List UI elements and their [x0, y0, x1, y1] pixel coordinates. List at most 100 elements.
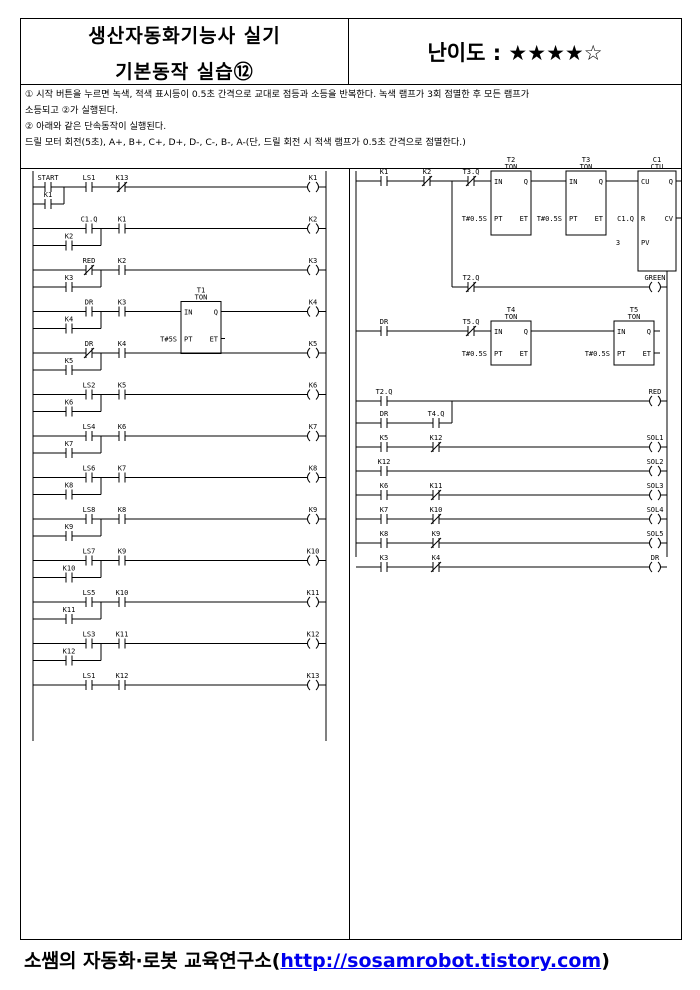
- contact-label: K12: [116, 672, 129, 680]
- contact-label: K4: [432, 554, 440, 562]
- timer-preset: T#5S: [160, 336, 177, 344]
- timer-pin: IN: [494, 328, 502, 336]
- timer-name: T4: [507, 306, 515, 314]
- contact-label: K11: [116, 631, 129, 639]
- timer-pin: Q: [524, 178, 528, 186]
- contact-label: K3: [380, 554, 388, 562]
- contact-label: K8: [65, 482, 73, 490]
- coil-label: SOL3: [647, 482, 664, 490]
- difficulty-box: 난이도 : ★★★★☆: [349, 19, 681, 85]
- difficulty-rating: 난이도 : ★★★★☆: [427, 41, 603, 65]
- timer-type: TON: [628, 313, 641, 321]
- coil-right: [657, 561, 661, 573]
- coil-right: [315, 555, 319, 566]
- contact-nc-slash: [430, 537, 442, 549]
- timer-pin: ET: [643, 350, 652, 358]
- timer-pin: PT: [617, 350, 626, 358]
- coil-left: [307, 347, 311, 359]
- contact-label: DR: [380, 318, 389, 326]
- coil-right: [657, 537, 661, 549]
- timer-pin: PT: [494, 350, 503, 358]
- contact-label: LS6: [83, 465, 96, 473]
- timer-preset: T#0.5S: [537, 215, 562, 223]
- contact-label: LS3: [83, 631, 96, 639]
- column-divider: [349, 169, 350, 939]
- coil-left: [307, 472, 311, 483]
- coil-right: [315, 472, 319, 483]
- timer-pin: ET: [210, 336, 219, 344]
- contact-label: RED: [83, 257, 96, 265]
- contact-label: T2.Q: [463, 274, 480, 282]
- counter-block: [637, 170, 677, 272]
- contact-label: K10: [430, 506, 443, 514]
- contact-label: LS1: [83, 174, 96, 182]
- contact-nc-slash: [430, 441, 442, 453]
- contact-label: K1: [380, 168, 388, 176]
- contact-label: K8: [118, 506, 126, 514]
- contact-label: C1.Q: [81, 216, 98, 224]
- contact-label: K11: [63, 606, 76, 614]
- worksheet: 생산자동화기능사 실기 기본동작 실습⑫ 난이도 : ★★★★☆ ① 시작 버튼…: [20, 18, 682, 940]
- task-description: ① 시작 버튼을 누르면 녹색, 적색 표시등이 0.5초 간격으로 교대로 점…: [21, 85, 681, 169]
- contact-label: K10: [63, 565, 76, 573]
- coil-left: [649, 465, 653, 477]
- coil-right: [657, 281, 661, 293]
- coil-label: K11: [307, 589, 320, 597]
- description-line: 소등되고 ②가 실행된다.: [25, 105, 119, 116]
- timer-pin: Q: [599, 178, 603, 186]
- contact-label: K3: [65, 274, 73, 282]
- footer-url-link[interactable]: http://sosamrobot.tistory.com: [280, 950, 602, 972]
- contact-label: K9: [118, 548, 126, 556]
- coil-right: [315, 181, 319, 193]
- coil-left: [649, 513, 653, 525]
- counter-pin: R: [641, 215, 646, 223]
- timer-name: T5: [630, 306, 638, 314]
- contact-label: K12: [430, 434, 443, 442]
- contact-label: T2.Q: [376, 388, 393, 396]
- contact-nc-slash: [465, 175, 477, 187]
- contact-label: LS2: [83, 382, 96, 390]
- contact-label: LS8: [83, 506, 96, 514]
- coil-left: [649, 537, 653, 549]
- contact-label: K12: [63, 648, 76, 656]
- coil-left: [649, 281, 653, 293]
- timer-preset: T#0.5S: [585, 350, 610, 358]
- contact-label: START: [37, 174, 59, 182]
- coil-right: [315, 306, 319, 317]
- contact-label: K8: [380, 530, 388, 538]
- timer-type: TON: [195, 294, 208, 302]
- contact-label: LS5: [83, 589, 96, 597]
- coil-label: SOL2: [647, 458, 664, 466]
- contact-nc-slash: [465, 281, 477, 293]
- contact-label: K6: [118, 423, 126, 431]
- contact-label: LS1: [83, 672, 96, 680]
- timer-pin: PT: [494, 215, 503, 223]
- coil-left: [307, 306, 311, 317]
- contact-label: DR: [380, 410, 389, 418]
- contact-label: K3: [118, 299, 126, 307]
- counter-reset-input: C1.Q: [617, 215, 634, 223]
- contact-nc-slash: [116, 181, 128, 193]
- coil-label: K6: [309, 382, 317, 390]
- contact-nc-slash: [430, 561, 442, 573]
- coil-left: [307, 555, 311, 566]
- contact-nc-slash: [430, 513, 442, 525]
- contact-label: LS4: [83, 423, 96, 431]
- timer-block-t2: [490, 170, 532, 236]
- contact-label: T5.Q: [463, 318, 480, 326]
- contact-label: K9: [65, 523, 73, 531]
- counter-pin: PV: [641, 239, 650, 247]
- coil-label: K8: [309, 465, 317, 473]
- coil-left: [307, 264, 311, 276]
- timer-block-t3: [565, 170, 607, 236]
- coil-label: K13: [307, 672, 320, 680]
- coil-right: [315, 347, 319, 359]
- timer-name: T2: [507, 156, 515, 164]
- description-line: ① 시작 버튼을 누르면 녹색, 적색 표시등이 0.5초 간격으로 교대로 점…: [25, 89, 530, 100]
- coil-left: [307, 223, 311, 234]
- contact-label: DR: [85, 340, 94, 348]
- coil-right: [315, 596, 319, 608]
- contact-slash: [421, 175, 433, 187]
- coil-right: [315, 264, 319, 276]
- title-line1: 생산자동화기능사 실기: [88, 25, 281, 47]
